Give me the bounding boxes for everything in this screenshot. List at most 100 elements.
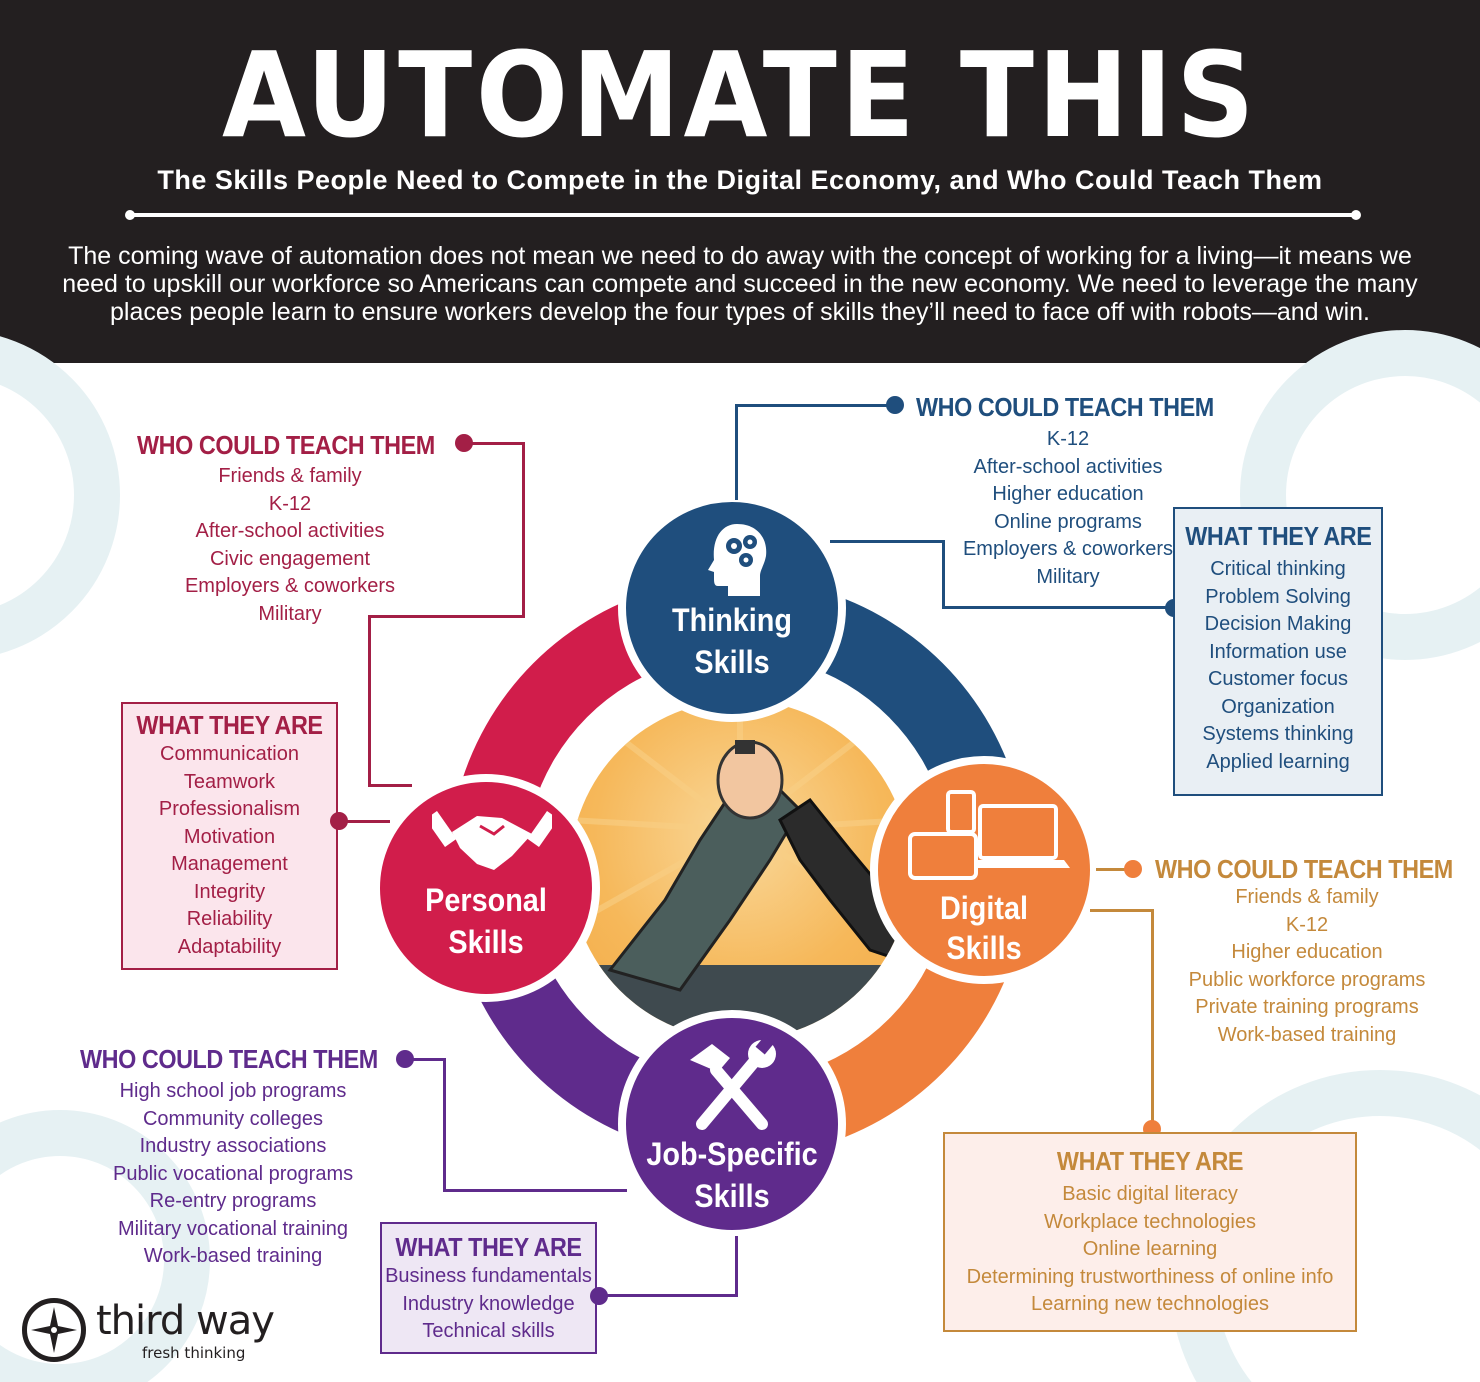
digital-what-box: WHAT THEY ARE Basic digital literacy Wor… (943, 1132, 1357, 1332)
list-item: Private training programs (1195, 996, 1419, 1018)
list-item: High school job programs (119, 1080, 347, 1102)
personal-skills-node: Personal Skills (372, 774, 600, 1002)
hammer-wrench-icon (690, 1038, 776, 1130)
list-item: Adaptability (177, 935, 282, 958)
list-item: After-school activities (973, 455, 1163, 478)
list-item: Online learning (1082, 1238, 1218, 1260)
connector-dot (1124, 860, 1142, 878)
connector-line (368, 784, 412, 787)
job-specific-who-heading: WHO COULD TEACH THEM (80, 1044, 378, 1074)
connector-line (942, 540, 945, 608)
connector-line (368, 615, 525, 618)
list-item: Industry knowledge (402, 1292, 575, 1315)
list-item: K-12 (1046, 428, 1090, 450)
list-item: Integrity (193, 880, 266, 903)
job-specific-skills-node: Job-Specific Skills (618, 1010, 846, 1238)
job-specific-label-line2: Skills (694, 1178, 770, 1214)
list-item: Military (258, 602, 322, 625)
list-item: After-school activities (195, 520, 385, 542)
intro-text: The coming wave of automation does not m… (62, 242, 1418, 326)
list-item: Community colleges (142, 1107, 324, 1130)
list-item: K-12 (1285, 913, 1329, 936)
personal-what-heading: WHAT THEY ARE (136, 710, 323, 740)
connector-line (735, 1236, 738, 1297)
thinking-who-list: K-12 After-school activities Higher educ… (958, 426, 1178, 591)
thinking-who-heading: WHO COULD TEACH THEM (916, 392, 1214, 422)
list-item: Friends & family (218, 465, 362, 487)
list-item: Professionalism (158, 798, 301, 820)
list-item: Industry associations (139, 1135, 327, 1157)
list-item: Employers & coworkers (184, 575, 396, 597)
personal-label-line1: Personal (425, 882, 547, 918)
digital-skills-node: Digital Skills (870, 756, 1098, 984)
personal-what-box: WHAT THEY ARE Communication Teamwork Pro… (121, 702, 338, 970)
connector-line (1151, 909, 1154, 1129)
logo-name: third way (96, 1298, 275, 1344)
thinking-label-line2: Skills (694, 644, 770, 680)
digital-label-line1: Digital (939, 890, 1029, 926)
connector-line (465, 442, 525, 445)
connector-line (406, 1058, 446, 1061)
connector-line (340, 820, 390, 823)
logo-tagline: fresh thinking (142, 1344, 246, 1362)
list-item: Learning new technologies (1031, 1293, 1269, 1315)
list-item: Business fundamentals (385, 1265, 592, 1287)
connector-line (1096, 868, 1128, 871)
personal-label-line2: Skills (448, 924, 524, 960)
connector-line (443, 1189, 627, 1192)
devices-icon (908, 790, 1070, 880)
list-item: Work-based training (143, 1245, 323, 1267)
page-title: AUTOMATE THIS (221, 26, 1259, 164)
robot-arm-wrestling-illustration (570, 700, 910, 1040)
job-specific-who-list: High school job programs Community colle… (113, 1078, 353, 1271)
job-specific-what-heading: WHAT THEY ARE (395, 1232, 582, 1262)
page-subtitle: The Skills People Need to Compete in the… (157, 165, 1323, 195)
list-item: Friends & family (1235, 886, 1379, 908)
list-item: Management (171, 853, 288, 875)
connector-line (368, 615, 371, 787)
list-item: Motivation (183, 825, 276, 848)
list-item: Determining trustworthiness of online in… (966, 1265, 1334, 1288)
list-item: Work-based training (1217, 1023, 1397, 1046)
connector-line (600, 1294, 738, 1297)
list-item: Reliability (186, 908, 273, 930)
list-item: Military (1036, 565, 1100, 588)
handshake-icon (432, 811, 552, 870)
list-item: Re-entry programs (149, 1190, 317, 1212)
list-item: Public vocational programs (113, 1162, 354, 1185)
job-specific-what-box: WHAT THEY ARE Business fundamentals Indu… (380, 1222, 597, 1354)
connector-line (942, 606, 1174, 609)
personal-who-heading: WHO COULD TEACH THEM (137, 430, 435, 460)
connector-dot (590, 1287, 608, 1305)
list-item: Workplace technologies (1044, 1210, 1256, 1233)
connector-line (735, 404, 738, 500)
digital-who-heading: WHO COULD TEACH THEM (1155, 854, 1453, 884)
list-item: Technical skills (422, 1320, 555, 1342)
thinking-what-heading: WHAT THEY ARE (1185, 521, 1372, 551)
job-specific-label-line1: Job-Specific (646, 1136, 818, 1172)
connector-dot (396, 1050, 414, 1068)
personal-who-list: Friends & family K-12 After-school activ… (180, 463, 400, 628)
connector-dot (455, 434, 473, 452)
list-item: Basic digital literacy (1062, 1183, 1238, 1205)
list-item: Communication (160, 743, 299, 765)
thinking-what-box: WHAT THEY ARE Critical thinking Problem … (1173, 507, 1383, 796)
list-item: Organization (1221, 695, 1335, 718)
list-item: Public workforce programs (1188, 968, 1426, 991)
list-item: Decision Making (1204, 613, 1352, 635)
compass-icon (22, 1298, 86, 1362)
digital-what-heading: WHAT THEY ARE (1056, 1146, 1244, 1176)
connector-dot (330, 812, 348, 830)
list-item: Higher education (1231, 941, 1383, 963)
connector-line (443, 1058, 446, 1192)
list-item: Online programs (994, 510, 1142, 533)
connector-line (1090, 909, 1154, 912)
list-item: Applied learning (1206, 750, 1350, 773)
list-item: Critical thinking (1210, 558, 1346, 580)
thinking-skills-node: Thinking Skills (618, 494, 846, 722)
header-banner: AUTOMATE THIS The Skills People Need to … (0, 0, 1480, 363)
third-way-logo: third way fresh thinking (22, 1296, 282, 1366)
connector-line (522, 442, 525, 618)
list-item: Civic engagement (209, 547, 371, 570)
digital-label-line2: Skills (946, 930, 1022, 966)
